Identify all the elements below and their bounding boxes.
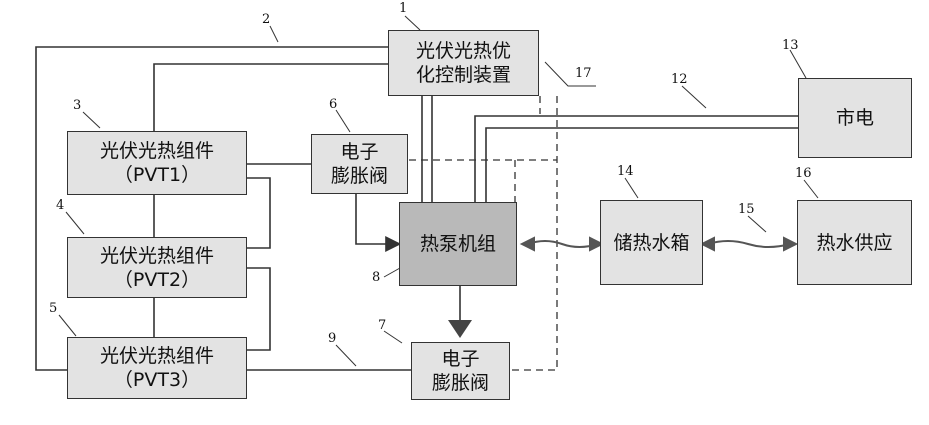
ref-7: 7 xyxy=(378,318,386,333)
ref-4: 4 xyxy=(56,198,64,213)
valve-top-label-line2: 膨胀阀 xyxy=(331,164,388,188)
ref-3: 3 xyxy=(73,98,81,113)
controller-box: 光伏光热优 化控制装置 xyxy=(388,30,539,96)
pipe-valve6-heatpump xyxy=(356,194,398,244)
storage-tank-label: 储热水箱 xyxy=(613,231,689,255)
heat-pump-box: 热泵机组 xyxy=(399,202,517,286)
ref-16: 16 xyxy=(795,166,812,181)
ref-5: 5 xyxy=(49,301,57,316)
pvt3-label-line2: （PVT3） xyxy=(114,368,200,392)
hot-water-supply-box: 热水供应 xyxy=(797,200,912,285)
expansion-valve-top-box: 电子 膨胀阀 xyxy=(311,134,408,194)
storage-tank-box: 储热水箱 xyxy=(600,200,703,285)
pvt1-label-line2: （PVT1） xyxy=(114,163,200,187)
ref-6: 6 xyxy=(329,97,337,112)
mains-grid-box: 市电 xyxy=(798,78,912,158)
pipe-pvt1-pvt2-loop xyxy=(246,178,270,248)
ref-13: 13 xyxy=(782,38,799,53)
ref-1: 1 xyxy=(399,1,407,16)
controller-label-line1: 光伏光热优 xyxy=(416,39,511,63)
ref-9: 9 xyxy=(328,331,336,346)
ref-15: 15 xyxy=(738,202,755,217)
ref-2: 2 xyxy=(262,12,270,27)
hot-water-supply-label: 热水供应 xyxy=(816,231,892,255)
wire-12-a xyxy=(475,116,800,202)
expansion-valve-bottom-box: 电子 膨胀阀 xyxy=(411,342,510,400)
pvt3-box: 光伏光热组件 （PVT3） xyxy=(67,337,247,399)
ref-12: 12 xyxy=(671,72,688,87)
flow-tank-hotwater xyxy=(708,241,790,247)
heat-pump-label: 热泵机组 xyxy=(420,232,496,256)
pvt3-label-line1: 光伏光热组件 xyxy=(100,344,214,368)
wire-controller-pvt1 xyxy=(154,64,388,131)
ref-14: 14 xyxy=(617,164,634,179)
mains-grid-label: 市电 xyxy=(836,106,874,130)
pipe-pvt2-pvt3-loop xyxy=(246,268,270,350)
controller-label-line2: 化控制装置 xyxy=(416,63,511,87)
pvt2-label-line1: 光伏光热组件 xyxy=(100,244,214,268)
pvt2-box: 光伏光热组件 （PVT2） xyxy=(67,237,247,298)
valve-bottom-label-line1: 电子 xyxy=(441,347,479,371)
flow-heatpump-tank xyxy=(528,241,598,247)
ref-17: 17 xyxy=(575,66,592,81)
valve-top-label-line1: 电子 xyxy=(340,140,378,164)
pvt1-box: 光伏光热组件 （PVT1） xyxy=(67,131,247,195)
ref-8: 8 xyxy=(372,270,380,285)
wire-12-b xyxy=(486,128,800,202)
wire-2 xyxy=(36,47,388,370)
control-line-17 xyxy=(510,96,557,370)
pvt2-label-line2: （PVT2） xyxy=(114,268,200,292)
arrow-heatpump-valve7 xyxy=(448,320,472,338)
valve-bottom-label-line2: 膨胀阀 xyxy=(432,371,489,395)
pvt1-label-line1: 光伏光热组件 xyxy=(100,139,214,163)
